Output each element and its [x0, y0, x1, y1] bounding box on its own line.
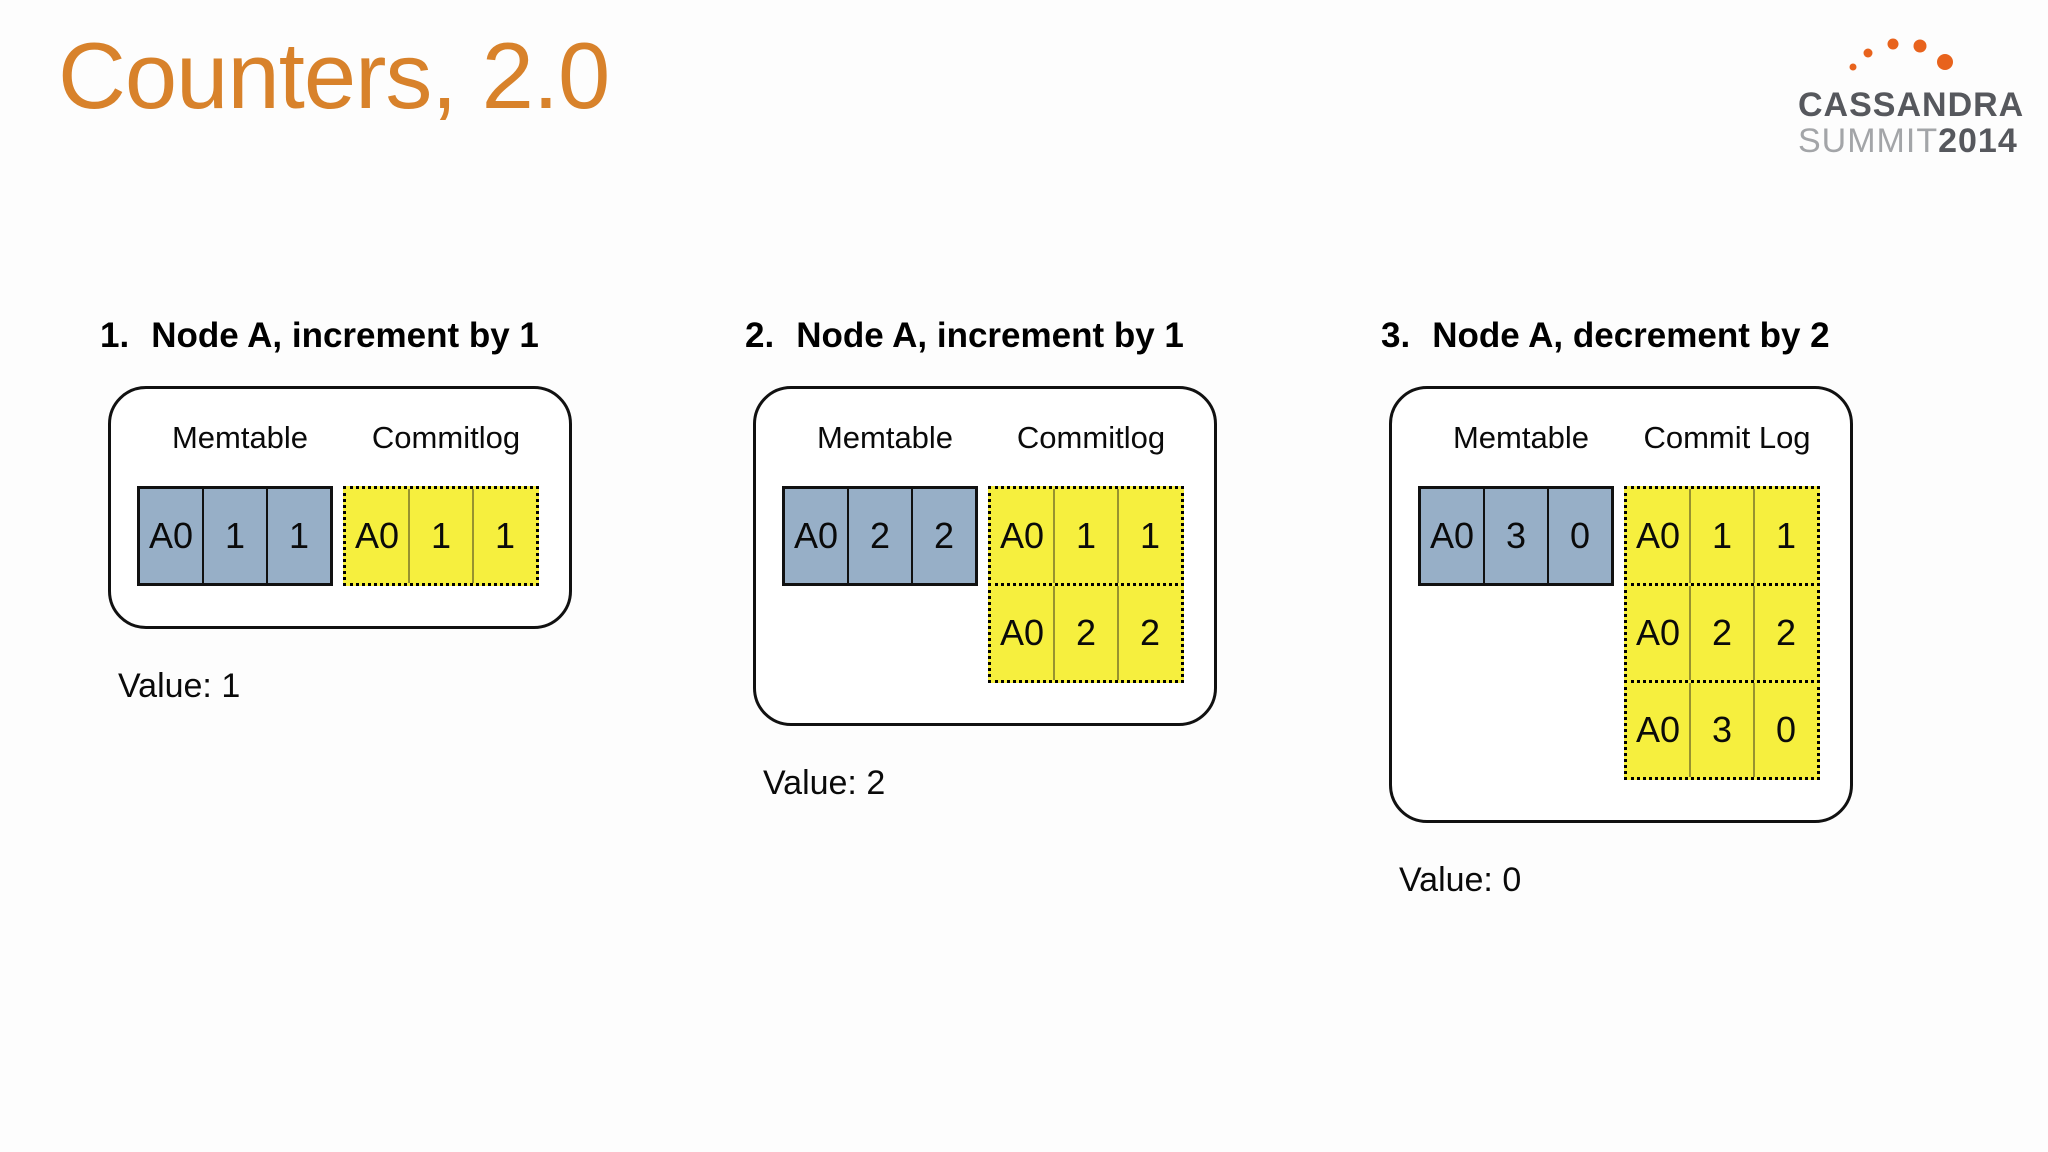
memtable-cell: 1	[288, 515, 310, 557]
commitlog-cell: 1	[1055, 489, 1119, 584]
commitlog-row: A0 3 0	[1624, 680, 1820, 781]
logo-dots-arc-icon	[1849, 38, 1953, 71]
panel-number: 2.	[745, 316, 775, 355]
box-content: A0 2 2 A0 1 1 A0 2 2	[782, 486, 1214, 684]
commitlog-row: A0 2 2	[1624, 583, 1820, 684]
commitlog-row: A0 1 1	[343, 486, 539, 587]
commitlog-table: A0 1 1 A0 2 2	[988, 486, 1184, 684]
panel-step-2: 2. Node A, increment by 1 Memtable Commit…	[745, 318, 1217, 803]
table-labels: Memtable Commit Log	[1418, 419, 1830, 456]
panel-heading: 3. Node A, decrement by 2	[1381, 318, 1853, 353]
commitlog-table: A0 1 1	[343, 486, 539, 587]
memtable-cell: A0	[140, 489, 204, 584]
panel-heading: 1. Node A, increment by 1	[100, 318, 572, 353]
commitlog-cell: 2	[1691, 586, 1755, 681]
commitlog-cell: 1	[1139, 515, 1161, 557]
panel-heading: 2. Node A, increment by 1	[745, 318, 1217, 353]
panel-step-3: 3. Node A, decrement by 2 Memtable Commit…	[1381, 318, 1853, 900]
node-box: Memtable Commitlog A0 1 1 A0 1 1	[108, 386, 572, 630]
commitlog-cell: A0	[991, 489, 1055, 584]
memtable-cell: 1	[204, 489, 268, 584]
memtable-cell: A0	[1421, 489, 1485, 584]
panel-number: 1.	[100, 316, 130, 355]
commitlog-cell: A0	[1627, 489, 1691, 584]
value-label: Value: 0	[1399, 861, 1522, 900]
commitlog-cell: 2	[1055, 586, 1119, 681]
value-label: Value: 2	[763, 764, 886, 803]
memtable-cell: 2	[849, 489, 913, 584]
commitlog-cell: 3	[1691, 683, 1755, 778]
commitlog-cell: 1	[410, 489, 474, 584]
logo-event-year: SUMMIT2014	[1798, 124, 2028, 158]
node-box: Memtable Commit Log A0 3 0 A0 1 1 A0	[1389, 386, 1853, 824]
panel-heading-text: Node A, increment by 1	[796, 316, 1184, 355]
box-content: A0 3 0 A0 1 1 A0 2 2 A0	[1418, 486, 1850, 781]
commitlog-table: A0 1 1 A0 2 2 A0 3 0	[1624, 486, 1820, 781]
memtable-label: Memtable	[816, 420, 954, 455]
memtable-table: A0 1 1	[137, 486, 333, 587]
commitlog-cell: A0	[346, 489, 410, 584]
memtable-label: Memtable	[171, 420, 309, 455]
commitlog-label: Commitlog	[1016, 420, 1166, 455]
logo-brand: CASSANDRA	[1798, 86, 2025, 124]
panel-heading-text: Node A, increment by 1	[151, 316, 539, 355]
memtable-table: A0 2 2	[782, 486, 978, 587]
panel-heading-text: Node A, decrement by 2	[1432, 316, 1830, 355]
memtable-cell: 2	[933, 515, 955, 557]
commitlog-row: A0 1 1	[1624, 486, 1820, 587]
commitlog-label: Commit Log	[1643, 420, 1811, 455]
node-box: Memtable Commitlog A0 2 2 A0 1 1 A0	[753, 386, 1217, 727]
memtable-table: A0 3 0	[1418, 486, 1614, 587]
commitlog-cell: A0	[991, 586, 1055, 681]
commitlog-cell: A0	[1627, 586, 1691, 681]
panel-number: 3.	[1381, 316, 1411, 355]
commitlog-cell: 2	[1775, 612, 1797, 654]
value-label: Value: 1	[118, 667, 241, 706]
memtable-cell: 0	[1569, 515, 1591, 557]
table-labels: Memtable Commitlog	[782, 419, 1194, 456]
commitlog-row: A0 1 1	[988, 486, 1184, 587]
slide-title: Counters, 2.0	[58, 23, 610, 128]
memtable-cell: A0	[785, 489, 849, 584]
panel-step-1: 1. Node A, increment by 1 Memtable Commit…	[100, 318, 572, 706]
memtable-cell: 3	[1485, 489, 1549, 584]
box-content: A0 1 1 A0 1 1	[137, 486, 569, 587]
commitlog-cell: 0	[1775, 709, 1797, 751]
table-labels: Memtable Commitlog	[137, 419, 549, 456]
commitlog-cell: 2	[1139, 612, 1161, 654]
memtable-label: Memtable	[1452, 420, 1590, 455]
commitlog-label: Commitlog	[371, 420, 521, 455]
commitlog-row: A0 2 2	[988, 583, 1184, 684]
commitlog-cell: A0	[1627, 683, 1691, 778]
commitlog-cell: 1	[494, 515, 516, 557]
logo-event: SUMMIT	[1798, 122, 1939, 160]
commitlog-cell: 1	[1691, 489, 1755, 584]
commitlog-cell: 1	[1775, 515, 1797, 557]
logo-year: 2014	[1938, 122, 2018, 160]
cassandra-summit-logo: CASSANDRA SUMMIT2014	[1798, 36, 2028, 158]
